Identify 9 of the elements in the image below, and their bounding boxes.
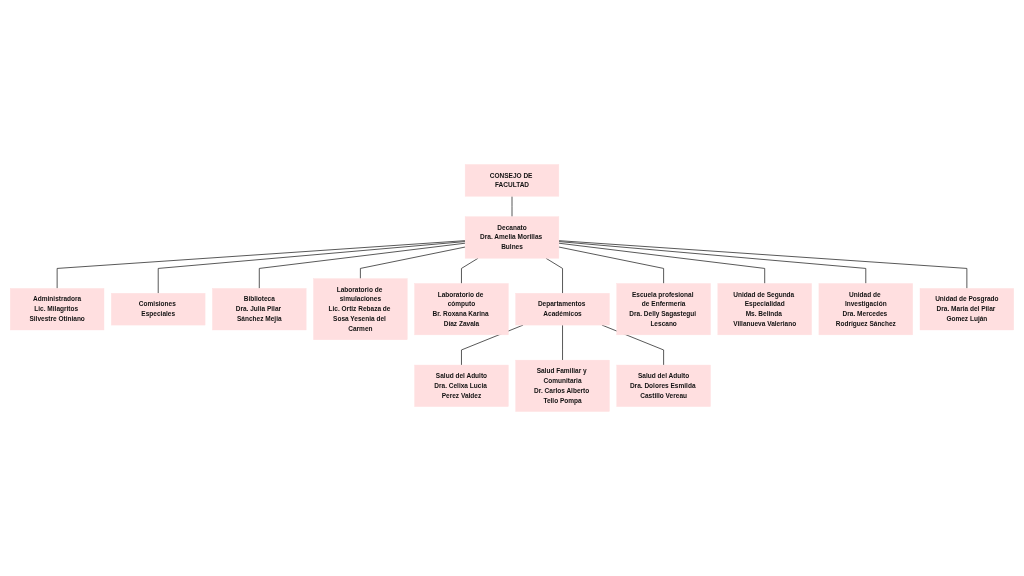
connector: [258, 242, 466, 289]
connector: [558, 246, 665, 284]
connector: [157, 241, 466, 294]
connector: [56, 240, 466, 289]
connector: [558, 240, 968, 289]
connector: [558, 242, 766, 284]
connector: [558, 241, 867, 284]
connector: [562, 324, 563, 361]
connector: [359, 246, 466, 280]
